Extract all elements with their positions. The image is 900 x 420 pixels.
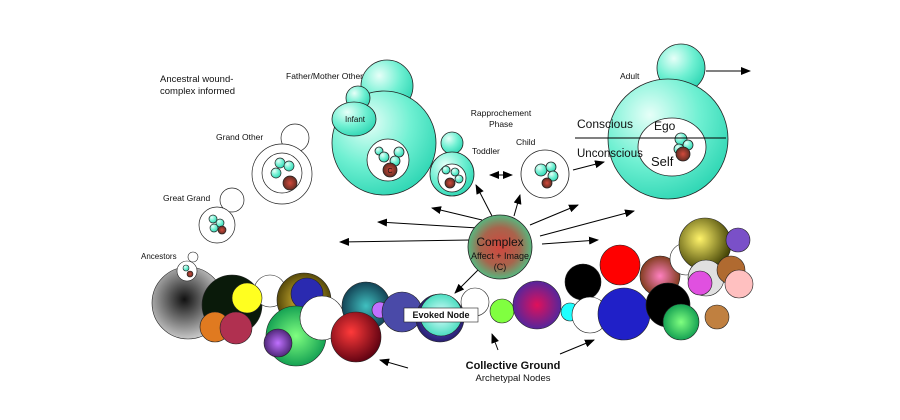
conscious-label: Conscious (577, 117, 633, 131)
archetypal-node (330, 311, 382, 363)
archetypal-node (219, 311, 253, 345)
archetypal-node (662, 303, 700, 341)
ancestors-label: Ancestors (141, 252, 177, 261)
ancestral-wound-label-2: complex informed (160, 86, 235, 97)
small-c-label: C (387, 168, 392, 175)
archetypal-node (489, 298, 515, 324)
complex-title: Complex (476, 235, 523, 249)
complex-arrows (339, 67, 751, 369)
collective-ground-label: Collective Ground (466, 360, 561, 372)
unconscious-label: Unconscious (577, 148, 643, 160)
archetypal-node (725, 227, 751, 253)
archetypal-node (724, 269, 754, 299)
diagram-labels: Ancestral wound- complex informed Father… (141, 71, 676, 384)
self-label: Self (651, 154, 674, 169)
rapprochement-label-1: Rapprochement (471, 108, 532, 118)
archetypal-node (687, 270, 713, 296)
ancestral-wound-label-1: Ancestral wound- (160, 74, 233, 85)
adult-label: Adult (620, 71, 640, 81)
toddler-label: Toddler (472, 146, 500, 156)
grand-other-node (251, 123, 313, 205)
father-mother-node: C (331, 59, 437, 196)
infant-label: Infant (345, 115, 366, 124)
complex-subtitle: Affect + Image (471, 251, 529, 261)
child-node (520, 149, 570, 199)
complex-node: Complex Affect + Image (C) (467, 214, 533, 280)
collective-ground (151, 217, 754, 367)
archetypal-nodes-label: Archetypal Nodes (476, 373, 551, 384)
rapprochement-label-2: Phase (489, 119, 513, 129)
archetypal-node (263, 328, 293, 358)
great-grand-label: Great Grand (163, 193, 211, 203)
ego-label: Ego (654, 119, 676, 133)
child-label: Child (516, 137, 536, 147)
evoked-node-label: Evoked Node (412, 310, 469, 320)
grand-other-label: Grand Other (216, 132, 263, 142)
adult-node (575, 43, 729, 200)
ancestors-node (176, 251, 199, 282)
evoked-node-label-box: Evoked Node (403, 307, 479, 323)
archetypal-node (512, 280, 562, 330)
toddler-node (429, 131, 475, 197)
father-mother-label: Father/Mother Other (286, 71, 363, 81)
archetypal-node (564, 263, 602, 301)
archetypal-node (704, 304, 730, 330)
archetypal-node (599, 244, 641, 286)
archetypal-node (597, 287, 651, 341)
great-grand-node (198, 187, 245, 244)
complex-c-label: (C) (494, 262, 507, 272)
archetypal-node (231, 282, 263, 314)
